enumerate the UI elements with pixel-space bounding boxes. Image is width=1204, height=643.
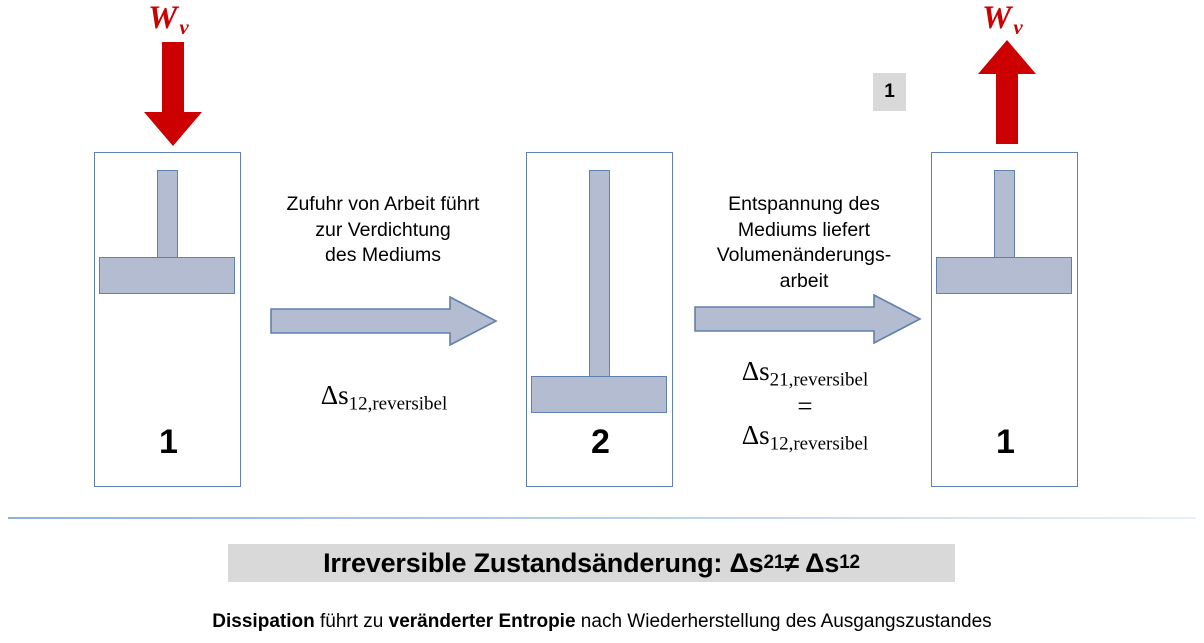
step-2-formula-equals: =	[797, 391, 813, 422]
work-symbol-left: W	[148, 0, 178, 36]
step-1-caption: Zufuhr von Arbeit führt zur Verdichtung …	[286, 193, 480, 267]
piston-head-left	[99, 257, 235, 294]
work-arrow-up-icon	[974, 40, 1040, 145]
footer-normal-1: führt zu	[314, 611, 389, 632]
step-2-formula-line2-main: Δs	[741, 420, 770, 451]
banner-sub-1: 21	[763, 552, 785, 573]
step-2-formula-line1-sub: 21,reversibel	[769, 369, 869, 391]
process-arrow-1-icon	[270, 295, 498, 351]
step-2-formula-line-2: Δs12,reversibel	[685, 420, 925, 456]
state-label-right: 1	[996, 423, 1015, 461]
work-label-right: Wv	[982, 2, 1023, 38]
step-1-formula-sub: 12,reversibel	[348, 393, 448, 415]
piston-head-middle	[531, 376, 667, 413]
work-subscript-right: v	[1013, 14, 1023, 39]
work-symbol-right: W	[982, 0, 1012, 36]
piston-rod-middle	[589, 170, 610, 384]
work-subscript-left: v	[179, 14, 189, 39]
footer-note: Dissipation führt zu veränderter Entropi…	[0, 611, 1204, 633]
cylinder-state-1-right: 1	[931, 152, 1078, 487]
state-label-middle: 2	[591, 423, 610, 461]
step-1-formula: Δs12,reversibel	[248, 380, 520, 416]
step-2-caption: Entspannung des Mediums liefert Volumenä…	[716, 193, 892, 293]
banner-text-middle: ≠ Δs	[784, 547, 840, 578]
footer-bold-1: Dissipation	[212, 611, 315, 632]
state-label-left: 1	[159, 423, 178, 461]
cylinder-state-1-left: 1	[94, 152, 241, 487]
footer-normal-2: nach Wiederherstellung des Ausgangszusta…	[575, 611, 992, 632]
step-2-formula-line1-main: Δs	[741, 356, 770, 386]
footer-bold-2: veränderter Entropie	[388, 611, 576, 632]
slide-number-badge: 1	[873, 73, 906, 111]
step-2-formula: Δs21,reversibel = Δs12,reversibel	[685, 356, 925, 457]
cylinder-state-2-middle: 2	[526, 152, 673, 487]
work-label-left: Wv	[148, 2, 189, 38]
horizontal-divider	[8, 517, 1196, 519]
banner-sub-2: 12	[839, 552, 860, 573]
step-1-formula-main: Δs	[320, 380, 349, 410]
step-2-formula-line-1: Δs21,reversibel	[685, 356, 925, 392]
step-2-formula-line2-sub: 12,reversibel	[769, 434, 869, 456]
process-arrow-2-icon	[694, 293, 922, 349]
banner-text-before: Irreversible Zustandsänderung: Δs	[323, 547, 764, 578]
work-arrow-down-icon	[140, 42, 206, 147]
piston-head-right	[936, 257, 1072, 294]
